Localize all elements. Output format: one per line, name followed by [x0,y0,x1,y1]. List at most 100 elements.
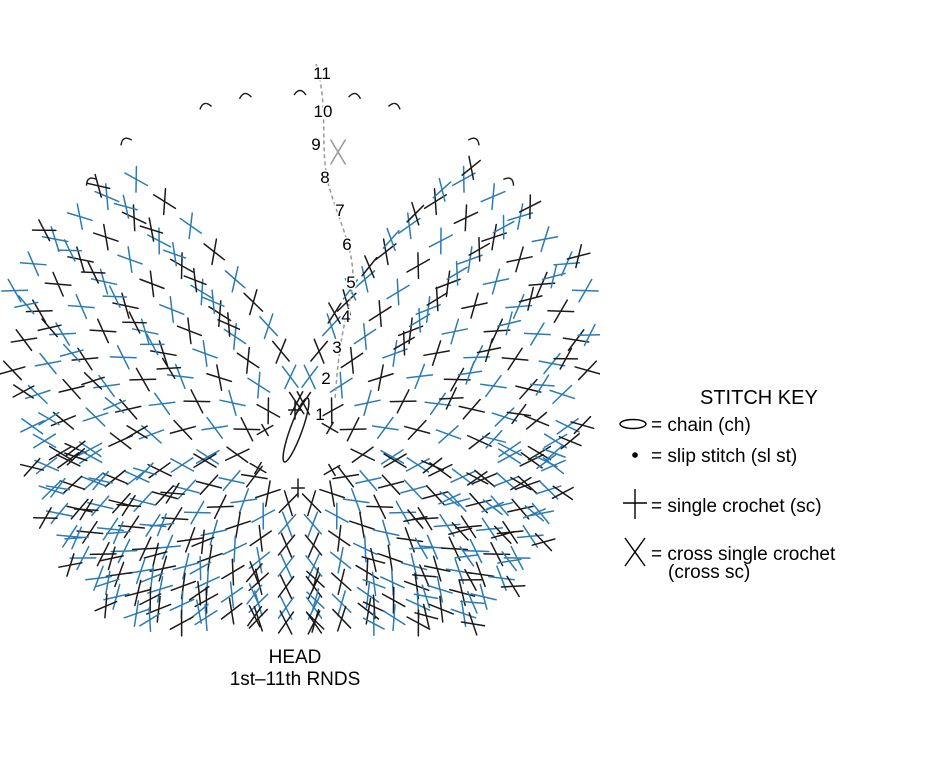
cross-sc-mark [438,491,461,507]
cross-sc-mark [531,226,559,253]
cross-sc-mark [428,462,453,479]
cross-sc-mark [393,330,415,356]
cross-sc-mark [152,188,177,216]
cross-sc-mark [162,241,187,267]
cross-sc-mark [183,500,211,525]
cross-sc-mark [389,500,417,525]
cross-sc-mark [224,266,246,293]
cross-sc-mark [240,465,268,488]
cross-sc-mark [58,378,85,400]
cross-sc-mark [248,568,269,596]
cross-sc-mark [443,367,471,392]
cross-sc-mark [124,579,151,607]
cross-sc-mark [57,239,83,262]
cross-sc-mark [169,609,194,637]
cross-sc-mark [50,411,77,430]
key-item-cross-single-crochet: = cross single crochet [615,535,835,575]
cross-sc-mark [304,532,323,558]
round-label-7: 7 [335,201,344,220]
cross-sc-mark [491,407,518,427]
cross-sc-mark [522,505,546,522]
round-label-9: 9 [311,135,320,154]
cross-sc-mark [44,271,72,297]
cross-sc-mark [86,173,111,198]
cross-sc-mark [441,318,469,345]
cross-sc-mark [404,419,431,441]
cross-sc-mark [1,278,29,303]
cross-sc-mark [321,313,341,340]
cross-sc-mark [438,387,464,410]
cross-sc-mark [451,165,476,193]
cross-sc-mark [194,604,218,632]
cross-sc-mark [531,532,556,552]
cross-sc-mark [497,311,522,336]
cross-sc-mark [342,278,359,301]
cross-sc-mark [201,289,225,315]
cross-sc-mark [340,346,364,374]
cross-sc-mark [515,378,542,400]
cross-sc-mark [482,268,510,295]
cross-sc-mark [93,374,121,398]
cross-sc-mark [176,317,203,345]
cross-sc-mark [510,476,532,491]
cross-sc-mark [448,521,473,541]
cross-sc-mark [193,453,217,469]
cross-sc-mark [362,594,386,620]
cross-sc-mark [422,485,449,506]
cross-sc-mark [553,347,579,370]
cross-sc-mark [389,389,417,414]
cross-sc-mark [518,286,543,311]
cross-sc-mark [453,204,479,232]
cross-sc-mark [148,392,176,416]
cross-sc-mark [147,575,174,603]
cross-sc-mark [466,471,489,486]
cross-sc-mark [233,417,261,442]
cross-sc-mark [217,312,241,337]
cross-sc-mark [256,397,281,425]
key-label-cross-single-crochet: = cross single crochet [651,544,836,566]
cross-sc-mark [331,590,352,617]
chain-arc-mark [85,177,97,186]
cross-sc-mark [161,507,189,531]
cross-sc-mark [435,270,461,298]
cross-sc-mark [418,534,447,560]
cross-sc-mark [195,474,223,495]
cross-sc-mark [519,452,544,469]
cross-sc-mark [220,597,243,625]
cross-sc-mark [301,490,322,517]
cross-sc-mark [221,558,245,586]
cross-sc-mark [259,313,279,340]
cross-sc-mark [99,546,124,571]
cross-sc-mark [558,432,582,450]
cross-sc-mark [540,456,566,475]
cross-sc-mark [528,271,556,297]
cross-sc-mark [38,480,65,500]
cross-sc-mark [173,479,200,500]
cross-sc-mark [353,322,377,351]
cross-sc-mark [108,432,134,450]
cross-sc-mark [196,544,223,572]
cross-sc-mark [139,607,161,633]
cross-sc-mark [483,541,511,567]
cross-sc-mark [505,294,533,320]
cross-sc-mark [329,546,352,574]
cross-sc-mark [278,490,299,517]
cross-sc-mark [551,485,574,501]
cross-sc-mark [500,575,526,598]
cross-sc-mark [467,561,495,588]
single-crochet-mark [321,421,339,435]
cross-sc-mark [382,227,400,252]
cross-sc-mark [248,546,271,574]
cross-sc-mark [56,524,84,548]
cross-sc-mark [278,511,297,537]
cross-sc-mark [342,488,370,514]
cross-sc-mark [332,465,360,488]
cross-sc-mark [506,403,532,425]
cross-sc-mark [225,511,251,539]
cross-sc-mark [530,374,555,396]
cross-sc-mark [271,338,290,364]
cross-sc-mark [220,581,244,609]
cross-sc-mark [195,449,220,465]
cross-sc-mark [405,457,430,473]
